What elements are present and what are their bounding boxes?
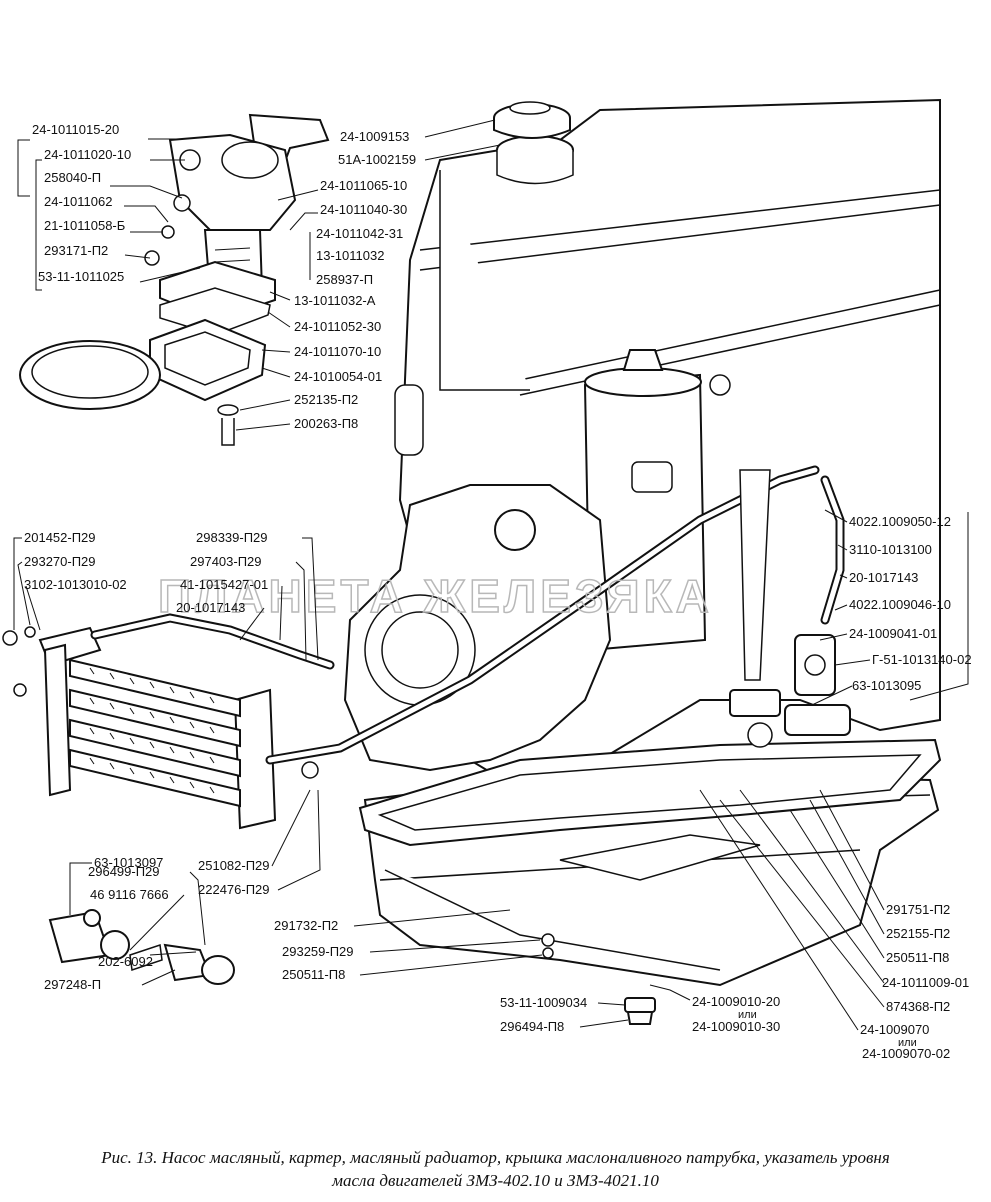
label-pump-11: 13-1011032 <box>316 248 384 263</box>
label-cap-1: 24-1009153 <box>340 129 409 144</box>
label-pan-7: 24-1011009-01 <box>882 975 969 990</box>
drain-plug <box>541 933 656 1025</box>
label-hose-6: Г-51-1013140-02 <box>872 652 972 667</box>
label-rad-6: 41-1015427-01 <box>180 577 268 592</box>
label-hose-1: 4022.1009050-12 <box>849 514 951 529</box>
label-tee-5: 297248-П <box>44 977 101 992</box>
label-pan-10-or: или <box>738 1009 757 1021</box>
label-pan-10: 24-1009010-20 <box>692 994 780 1009</box>
label-hose-3: 20-1017143 <box>849 570 918 585</box>
oil-pan-gasket <box>358 738 942 847</box>
label-pump-13: 13-1011032-А <box>294 293 376 308</box>
label-rad-9: 222476-П29 <box>198 882 270 897</box>
label-rad-4: 298339-П29 <box>196 530 268 545</box>
label-pump-16: 24-1010054-01 <box>294 369 382 384</box>
label-pump-8: 24-1011065-10 <box>320 178 407 193</box>
label-pump-10: 24-1011042-31 <box>316 226 403 241</box>
cooler-hoses <box>90 465 845 779</box>
label-pump-3: 258040-П <box>44 170 101 185</box>
label-pan-8: 874368-П2 <box>886 999 950 1014</box>
label-tee-2: 296499-П29 <box>88 864 160 879</box>
label-pan-2: 293259-П29 <box>282 944 354 959</box>
label-rad-2: 293270-П29 <box>24 554 96 569</box>
watermark: ПЛАНЕТА ЖЕЛЕЗЯКА <box>158 570 713 622</box>
label-pan-3: 250511-П8 <box>282 967 345 982</box>
label-pump-18: 200263-П8 <box>294 416 358 431</box>
label-rad-7: 20-1017143 <box>176 600 245 615</box>
label-pan-9-or: или <box>898 1037 917 1049</box>
label-plug-2: 296494-П8 <box>500 1019 564 1034</box>
label-tee-1: 63-1013097 <box>94 855 163 870</box>
cooler-tubes <box>69 658 241 808</box>
oil-system-exploded-diagram: ПЛАНЕТА ЖЕЛЕЗЯКА <box>2 98 972 1061</box>
oil-filler-cap <box>493 101 571 139</box>
label-plug-1: 53-11-1009034 <box>500 995 587 1010</box>
oil-valve-fittings <box>729 634 851 748</box>
label-hose-5: 24-1009041-01 <box>849 626 937 641</box>
label-pump-12: 258937-П <box>316 272 373 287</box>
figure-caption: Рис. 13. Насос масляный, картер, масляны… <box>0 1146 991 1192</box>
engine-block <box>343 98 941 792</box>
label-pump-1: 24-1011015-20 <box>32 122 119 137</box>
label-hose-4: 4022.1009046-10 <box>849 597 951 612</box>
timing-cover <box>343 484 612 772</box>
label-rad-8: 251082-П29 <box>198 858 270 873</box>
label-pan-5: 252155-П2 <box>886 926 950 941</box>
label-pump-15: 24-1011070-10 <box>294 344 381 359</box>
label-pump-9: 24-1011040-30 <box>320 202 407 217</box>
label-cap-2: 51А-1002159 <box>338 152 416 167</box>
label-hose-7: 63-1013095 <box>852 678 921 693</box>
label-pump-6: 293171-П2 <box>44 243 108 258</box>
oil-cooler <box>2 626 277 830</box>
label-tee-4: 202-6092 <box>98 954 153 969</box>
oil-filler-neck <box>496 135 574 185</box>
label-rad-5: 297403-П29 <box>190 554 262 569</box>
label-pan-10b: 24-1009010-30 <box>692 1019 780 1034</box>
leader-lines <box>13 119 969 1031</box>
caption-line-1: Рис. 13. Насос масляный, картер, масляны… <box>101 1148 890 1167</box>
label-pump-14: 24-1011052-30 <box>294 319 381 334</box>
label-pan-4: 291751-П2 <box>886 902 950 917</box>
label-pan-9: 24-1009070 <box>860 1022 929 1037</box>
label-pump-4: 24-1011062 <box>44 194 112 209</box>
label-pump-5: 21-1011058-Б <box>44 218 125 233</box>
label-pan-1: 291732-П2 <box>274 918 338 933</box>
label-pump-2: 24-1011020-10 <box>44 147 131 162</box>
label-rad-1: 201452-П29 <box>24 530 96 545</box>
tee-fitting <box>48 909 235 985</box>
caption-line-2: масла двигателей ЗМЗ-402.10 и ЗМЗ-4021.1… <box>332 1171 659 1190</box>
label-hose-2: 3110-1013100 <box>849 542 932 557</box>
label-pump-17: 252135-П2 <box>294 392 358 407</box>
label-pump-7: 53-11-1011025 <box>38 269 124 284</box>
label-pan-6: 250511-П8 <box>886 950 949 965</box>
label-pan-9b: 24-1009070-02 <box>862 1046 950 1061</box>
label-tee-3: 46 9116 7666 <box>90 887 169 902</box>
label-rad-3: 3102-1013010-02 <box>24 577 127 592</box>
oil-pump-assembly <box>19 113 330 446</box>
